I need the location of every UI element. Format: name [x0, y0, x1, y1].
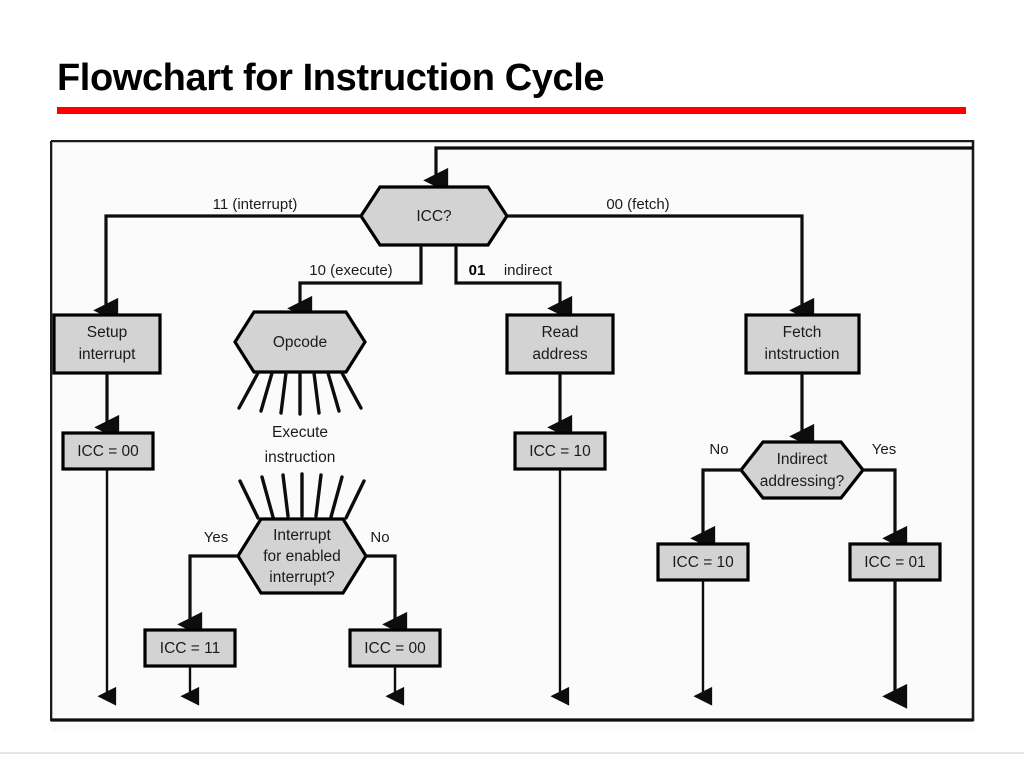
title-block: Flowchart for Instruction Cycle [57, 55, 967, 114]
edge-label-indirect-code: 01 [469, 262, 486, 279]
edge-label-execute-branch: 10 (execute) [309, 262, 392, 279]
node-execute-instruction-line1: Execute [272, 424, 328, 441]
node-icc-label: ICC? [416, 208, 452, 225]
edge-label-interrupt-yes: Yes [204, 529, 228, 546]
edge-icc-to-opcode [287, 245, 423, 321]
flowchart-svg: ICC? 11 (interrupt) Setup interrupt ICC … [50, 140, 975, 731]
node-indirect-addressing-line2: addressing? [760, 473, 845, 490]
title-underline-rule [57, 107, 966, 114]
node-opcode-label: Opcode [273, 334, 327, 351]
node-fetch-instruction-line2: intstruction [765, 346, 840, 363]
page-title: Flowchart for Instruction Cycle [57, 57, 605, 99]
instruction-cycle-flowchart: ICC? 11 (interrupt) Setup interrupt ICC … [50, 140, 975, 732]
edge-icc-to-setup-interrupt [93, 214, 361, 323]
node-icc00-interrupt-label: ICC = 00 [77, 443, 139, 460]
node-fetch-instruction [744, 313, 861, 375]
node-icc00-exec [348, 628, 442, 668]
edge-indirect-no-to-icc10 [690, 468, 741, 551]
node-interrupt-enabled-line3: interrupt? [269, 569, 335, 586]
node-execute-instruction-line2: instruction [265, 449, 336, 466]
node-icc11-label: ICC = 11 [160, 640, 220, 657]
edge-indirect-yes-to-icc01 [863, 468, 908, 551]
edge-label-interrupt-no: No [370, 529, 389, 546]
edge-label-fetch-branch: 00 (fetch) [606, 196, 669, 213]
edge-label-indirect-no: No [709, 441, 728, 458]
node-icc00-exec-label: ICC = 00 [364, 640, 426, 657]
node-read-address-line1: Read [541, 324, 578, 341]
slide-bottom-rule [0, 752, 1024, 754]
node-interrupt-enabled-line2: for enabled [263, 548, 341, 565]
node-icc01-fetch [848, 542, 942, 582]
interrupt-enabled-fan-lines [238, 472, 366, 520]
edge-label-indirect-yes: Yes [872, 441, 896, 458]
node-interrupt-enabled-line1: Interrupt [273, 527, 331, 544]
node-setup-interrupt-label-line1: Setup [87, 324, 128, 341]
opcode-fan-lines [237, 371, 363, 416]
edge-interrupt-no-to-icc00 [366, 554, 408, 637]
node-icc10-fetch-label: ICC = 10 [672, 554, 734, 571]
edge-return-to-icc [423, 146, 973, 193]
edge-icc-to-fetch-instruction [507, 214, 815, 323]
node-icc10-indirect-label: ICC = 10 [529, 443, 591, 460]
node-icc10-indirect [513, 431, 607, 471]
node-read-address-line2: address [532, 346, 587, 363]
node-icc10-fetch [656, 542, 750, 582]
edge-icc-to-read-address [454, 245, 573, 321]
node-opcode-decision [233, 310, 367, 374]
edge-label-interrupt-branch: 11 (interrupt) [213, 196, 298, 213]
edge-label-indirect-word: indirect [504, 262, 553, 279]
node-fetch-instruction-line1: Fetch [783, 324, 822, 341]
node-indirect-addressing-line1: Indirect [777, 451, 829, 468]
edge-interrupt-yes-to-icc11 [177, 554, 238, 637]
node-icc01-fetch-label: ICC = 01 [864, 554, 926, 571]
node-setup-interrupt-label-line2: interrupt [79, 346, 137, 363]
